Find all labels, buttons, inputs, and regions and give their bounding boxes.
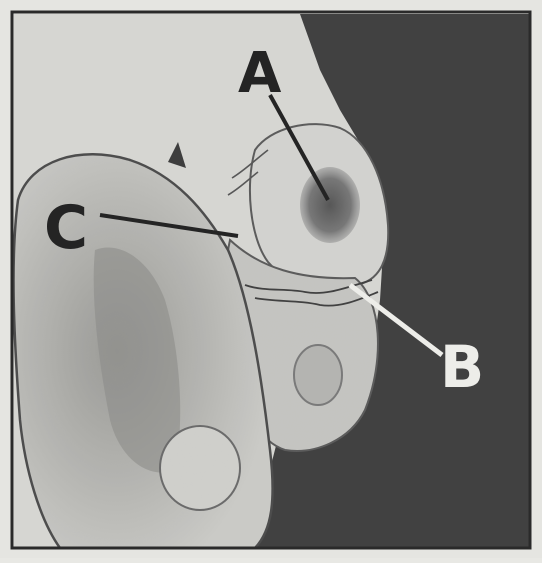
anatomical-illustration: A B C	[0, 0, 542, 558]
print-texture-overlay	[0, 0, 542, 558]
illustration-canvas: A B C	[0, 0, 542, 558]
